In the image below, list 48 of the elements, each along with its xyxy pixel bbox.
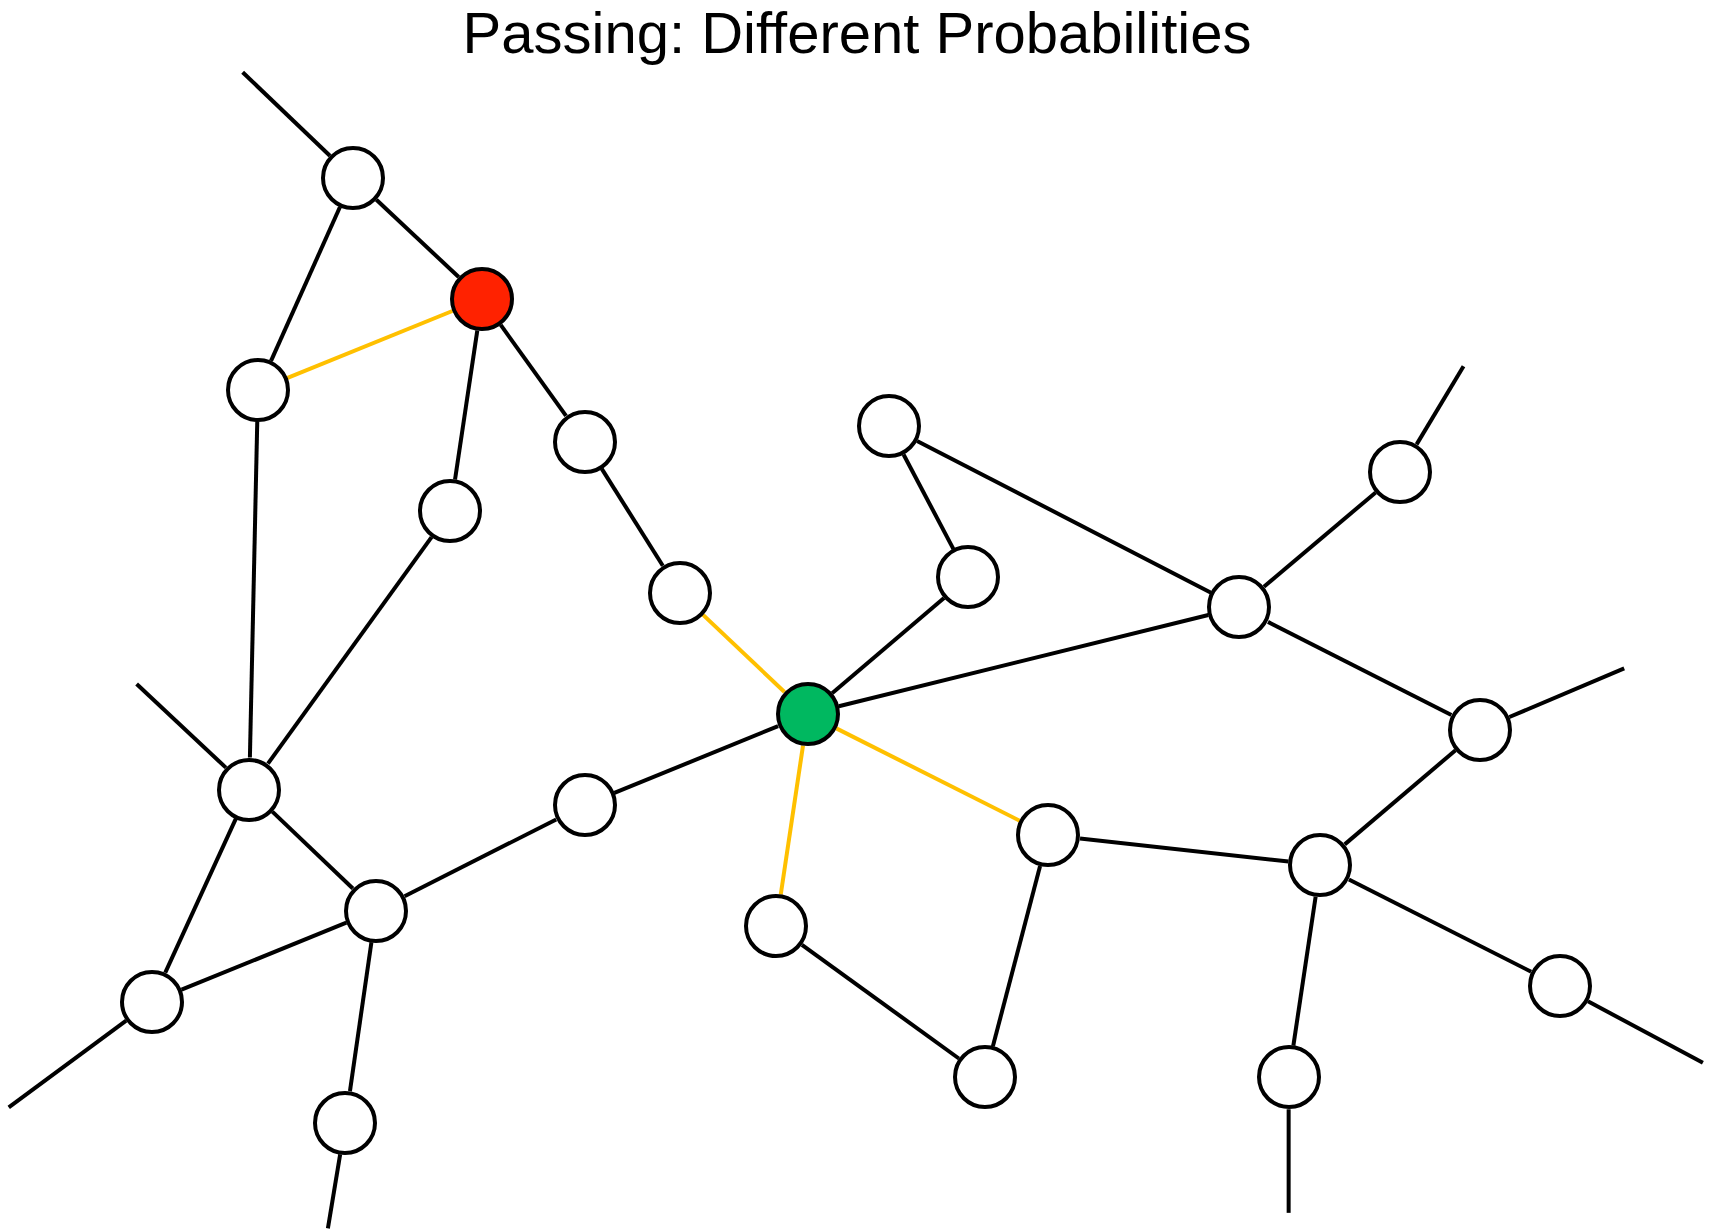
graph-edge <box>499 323 568 417</box>
graph-edge <box>613 724 779 795</box>
graph-node-circle <box>119 969 184 1034</box>
graph-edge <box>1414 365 1466 446</box>
graph-node-circle <box>1207 575 1272 640</box>
graph-node-circle <box>647 560 712 625</box>
graph-edge <box>286 309 454 380</box>
graph-edge <box>838 613 1209 709</box>
graph-edge <box>269 206 342 362</box>
graph-edge <box>241 70 332 158</box>
graph-edge <box>1508 666 1625 719</box>
graph-edge <box>800 943 961 1061</box>
graph-edge <box>135 682 228 770</box>
graph-edge <box>990 865 1042 1047</box>
graph-edge <box>325 1154 343 1229</box>
graph-edge <box>348 942 374 1092</box>
graph-edge <box>1079 836 1289 864</box>
graph-edge <box>266 535 434 765</box>
title: Passing: Different Probabilities <box>462 0 1252 66</box>
graph-edge <box>778 745 805 895</box>
graph-edge <box>1587 999 1704 1065</box>
graph-edge <box>1291 896 1318 1046</box>
graph-edge <box>1262 490 1377 589</box>
graph-edge <box>701 613 786 694</box>
graph-node-circle <box>1447 697 1512 762</box>
graph-edge <box>270 810 355 890</box>
graph-edge <box>1343 748 1457 846</box>
graph-edge <box>916 439 1212 595</box>
graph-node-circle <box>217 757 282 822</box>
graph-edge <box>453 330 480 480</box>
graph-node-circle <box>1368 439 1433 504</box>
graph-edge <box>1267 620 1453 717</box>
graph-edge <box>247 421 260 758</box>
graph-edge <box>180 920 348 992</box>
graph-edge <box>375 198 461 279</box>
graph-edge <box>830 596 946 695</box>
graph-edge <box>163 817 238 974</box>
graph-node-circle <box>321 145 386 210</box>
graph-edge <box>7 1019 128 1109</box>
graph-edge <box>1348 877 1533 974</box>
graph-edge <box>835 726 1021 823</box>
graph-edge <box>901 453 956 550</box>
graph-node-circle <box>775 681 840 746</box>
graph-edge <box>403 817 558 898</box>
graph-node-circle <box>344 878 408 943</box>
graph-edge <box>600 467 665 567</box>
graph-edge <box>1286 1109 1291 1213</box>
graph-node-circle <box>450 266 514 331</box>
